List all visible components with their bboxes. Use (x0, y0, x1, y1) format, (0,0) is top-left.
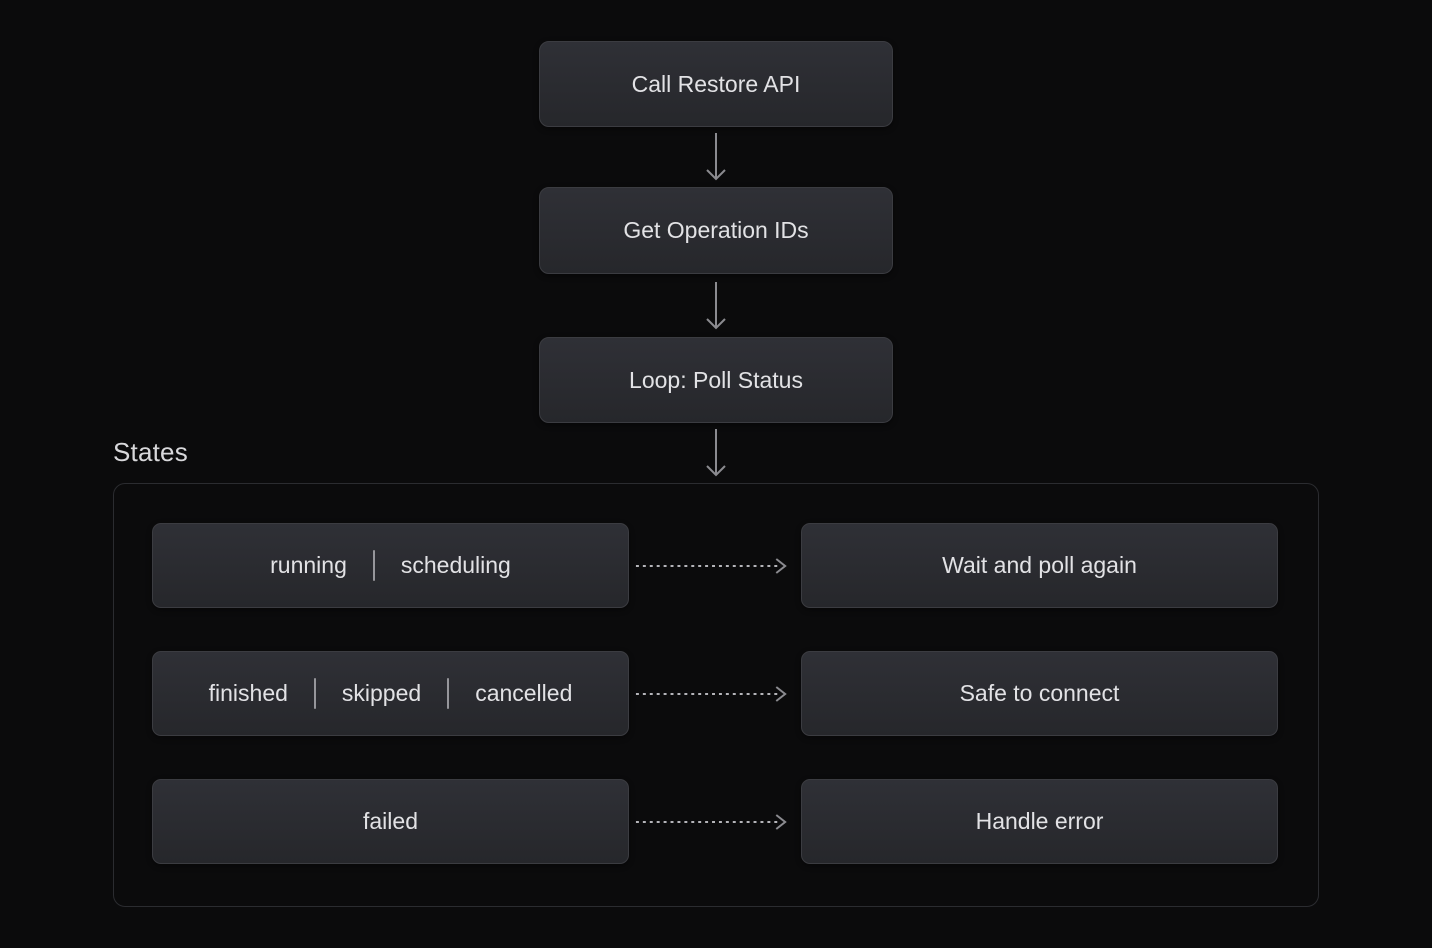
dashed-arrow-right-icon (631, 681, 799, 707)
state-box-failed: failed (152, 779, 629, 864)
flow-node-label: Loop: Poll Status (629, 366, 803, 393)
state-label: skipped (341, 680, 422, 706)
arrow-down-icon (706, 429, 726, 477)
state-label: scheduling (400, 552, 511, 578)
flow-node-call-restore-api: Call Restore API (539, 41, 893, 127)
action-label: Safe to connect (959, 680, 1120, 706)
action-label: Handle error (975, 808, 1104, 834)
dashed-arrow-right-icon (631, 809, 799, 835)
states-title: States (113, 437, 188, 467)
flow-node-label: Call Restore API (631, 70, 801, 97)
action-box-handle-error: Handle error (801, 779, 1278, 864)
state-row: failed Handle error (152, 779, 1278, 864)
arrow-down-icon (706, 133, 726, 181)
action-label: Wait and poll again (942, 552, 1137, 578)
state-separator (313, 678, 316, 709)
flow-node-loop-poll-status: Loop: Poll Status (539, 337, 893, 423)
state-label: finished (208, 680, 288, 706)
state-separator (447, 678, 450, 709)
state-box-running-scheduling: running scheduling (152, 523, 629, 608)
state-row: finished skipped cancelled Safe to conne… (152, 651, 1278, 736)
action-box-wait-and-poll-again: Wait and poll again (801, 523, 1278, 608)
state-box-finished-skipped-cancelled: finished skipped cancelled (152, 651, 629, 736)
state-label: failed (363, 808, 418, 834)
state-label: cancelled (475, 680, 573, 706)
flow-node-label: Get Operation IDs (623, 217, 809, 243)
state-label: running (270, 552, 347, 578)
state-row: running scheduling Wait and poll again (152, 523, 1278, 608)
action-box-safe-to-connect: Safe to connect (801, 651, 1278, 736)
flow-node-get-operation-ids: Get Operation IDs (539, 187, 893, 274)
states-container: running scheduling Wait and poll again f… (113, 483, 1319, 907)
arrow-down-icon (706, 282, 726, 330)
state-separator (372, 550, 375, 581)
dashed-arrow-right-icon (631, 553, 799, 579)
